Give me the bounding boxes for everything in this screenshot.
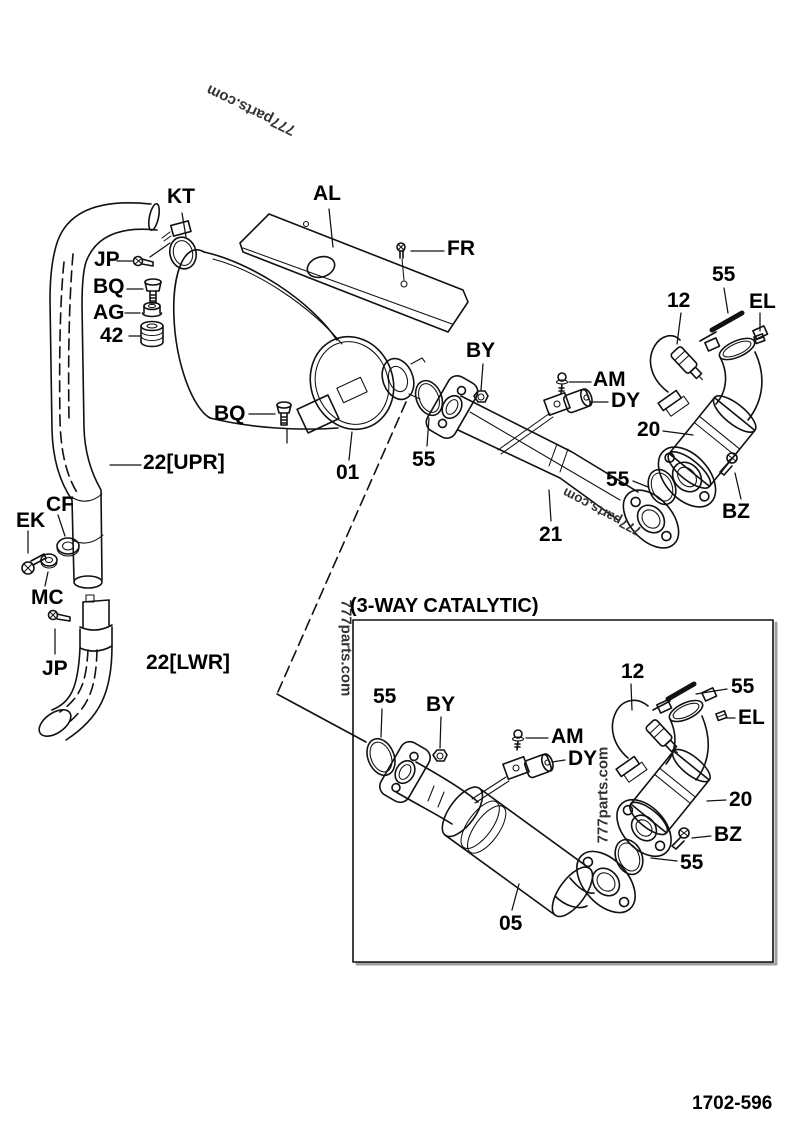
part-label-55-muffler: 55	[412, 448, 436, 471]
hardware-column-drawing	[132, 255, 164, 348]
part-label-20: 20	[637, 418, 661, 441]
inset-label-05: 05	[499, 912, 523, 935]
pointer-line	[276, 401, 407, 743]
downpipe-20-drawing	[647, 310, 769, 508]
part-label-bz: BZ	[722, 500, 750, 523]
part-label-55-flange: 55	[606, 468, 630, 491]
inset-label-55-inlet: 55	[373, 685, 397, 708]
lower-tailpipe-drawing	[38, 594, 113, 741]
page-code: 1702-596	[692, 1093, 773, 1114]
part-label-22upr: 22[UPR]	[143, 451, 225, 474]
part-label-bq-muffler: BQ	[214, 402, 246, 425]
inset-label-bz: BZ	[714, 823, 742, 846]
part-label-jp-upper: JP	[94, 248, 120, 271]
inset-label-by: BY	[426, 693, 456, 716]
part-label-el: EL	[749, 290, 776, 313]
clip-el	[753, 333, 766, 345]
inset-label-am: AM	[551, 725, 584, 748]
nut-ag	[141, 301, 163, 318]
inset-sensor-12-drawing	[611, 699, 678, 783]
part-label-kt: KT	[167, 185, 195, 208]
bolt-bq-upper	[144, 278, 162, 304]
part-label-22lwr: 22[LWR]	[146, 651, 230, 674]
part-label-21: 21	[539, 523, 563, 546]
part-label-bq-upper: BQ	[93, 275, 125, 298]
leader-lines	[27, 208, 761, 911]
part-label-jp-lower: JP	[42, 657, 68, 680]
bolt-jp-lower	[47, 609, 71, 622]
part-label-by: BY	[466, 339, 496, 362]
bolt-jp-upper	[132, 255, 154, 267]
muffler-drawing	[172, 249, 426, 434]
inset-label-dy: DY	[568, 747, 598, 770]
upper-tailpipe-drawing	[49, 202, 161, 589]
inset-clip-el	[715, 710, 728, 722]
part-label-mc: MC	[31, 586, 64, 609]
inset-mount-drawing	[432, 729, 554, 804]
inset-box	[352, 619, 778, 966]
clamp-kt-drawing	[161, 220, 198, 270]
part-label-ek: EK	[16, 509, 46, 532]
inset-nut-by	[432, 749, 448, 762]
inset-label-55-top: 55	[731, 675, 755, 698]
bolt-fr-drawing	[396, 242, 406, 281]
inset-label-20: 20	[729, 788, 753, 811]
part-label-55-top: 55	[712, 263, 736, 286]
part-label-ag: AG	[93, 301, 125, 324]
inset-label-el: EL	[738, 706, 765, 729]
inset-downpipe-20-drawing	[614, 681, 728, 876]
inset-gasket-55-flange	[614, 838, 644, 876]
mount-am-dy-drawing	[497, 372, 593, 455]
inset-bolt-bz	[671, 827, 690, 850]
part-label-01: 01	[336, 461, 360, 484]
part-label-cf: CF	[46, 493, 74, 516]
inset-converter-05-drawing	[441, 786, 636, 918]
part-label-fr: FR	[447, 237, 475, 260]
part-label-am: AM	[593, 368, 626, 391]
inset-label-55-flange: 55	[680, 851, 704, 874]
bolt-bz	[719, 452, 738, 476]
part-label-42: 42	[100, 324, 124, 347]
gasket-55-flange	[647, 468, 677, 506]
heat-shield-drawing	[239, 213, 469, 333]
oxygen-sensor-12-drawing	[649, 335, 703, 417]
left-hardware-drawing	[21, 537, 80, 575]
part-label-al: AL	[313, 182, 341, 205]
grommet-42	[140, 320, 164, 348]
bolt-bq-muffler	[276, 401, 292, 426]
inset-label-12: 12	[621, 660, 645, 683]
inset-inlet-drawing	[366, 737, 479, 825]
inset-title: (3-WAY CATALYTIC)	[350, 595, 539, 617]
part-label-12: 12	[667, 289, 691, 312]
part-label-dy: DY	[611, 389, 641, 412]
main-nut-by	[473, 390, 489, 403]
